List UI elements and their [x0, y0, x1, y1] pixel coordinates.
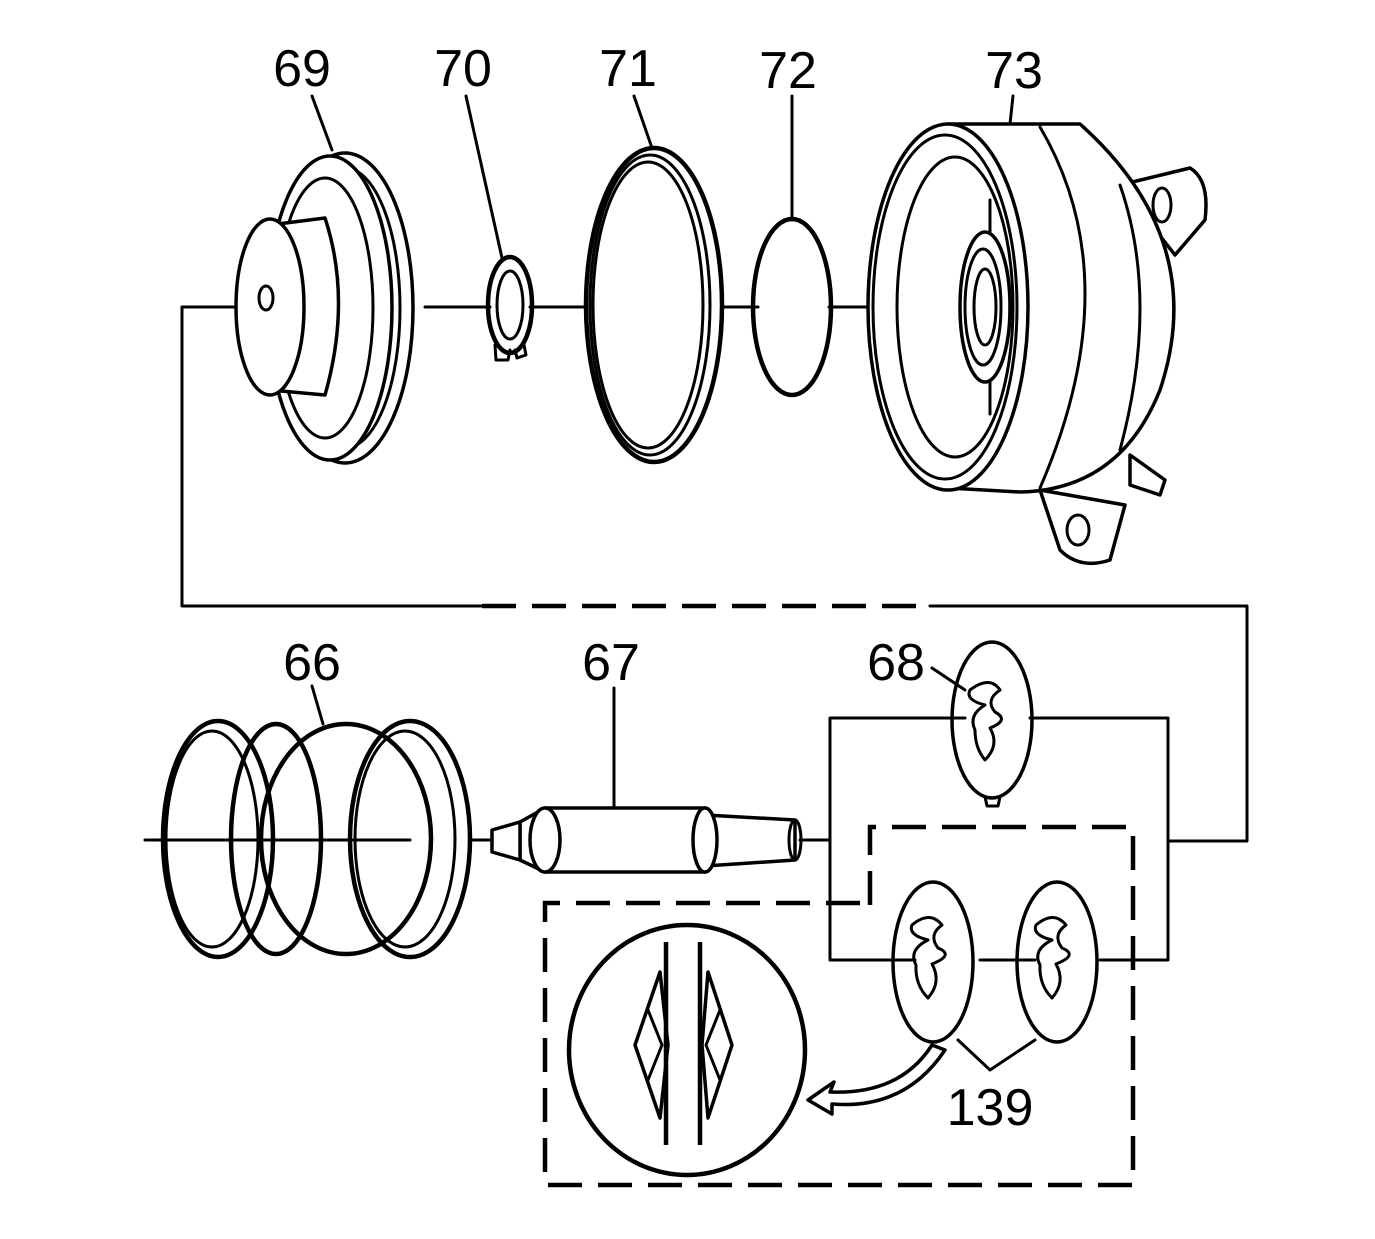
part-67-valve-pin — [490, 806, 803, 874]
callout-labels: 69 70 71 72 73 66 67 68 139 — [273, 40, 1043, 1137]
part-68-check-disc — [950, 640, 1034, 808]
callout-68: 68 — [867, 634, 925, 692]
part-69-piston — [234, 151, 415, 465]
callout-71: 71 — [599, 40, 657, 98]
part-66-spring — [160, 718, 473, 960]
callout-67: 67 — [582, 634, 640, 692]
part-72-o-ring — [750, 216, 834, 398]
callout-70: 70 — [434, 40, 492, 98]
callout-139: 139 — [947, 1079, 1034, 1137]
part-139-disc-b — [1015, 880, 1099, 1044]
leader-lines — [310, 94, 1037, 1072]
callout-73: 73 — [985, 42, 1043, 100]
part-71-seal-ring — [583, 145, 725, 465]
part-139-disc-a — [891, 880, 975, 1044]
detail-dashed-box — [542, 824, 1136, 1188]
callout-72: 72 — [759, 42, 817, 100]
callout-66: 66 — [283, 634, 341, 692]
part-73-housing — [866, 122, 1208, 566]
callout-69: 69 — [273, 40, 331, 98]
part-70-snap-ring — [485, 254, 535, 362]
magnified-detail-view — [566, 922, 947, 1178]
assembly-centerline — [143, 305, 1249, 843]
